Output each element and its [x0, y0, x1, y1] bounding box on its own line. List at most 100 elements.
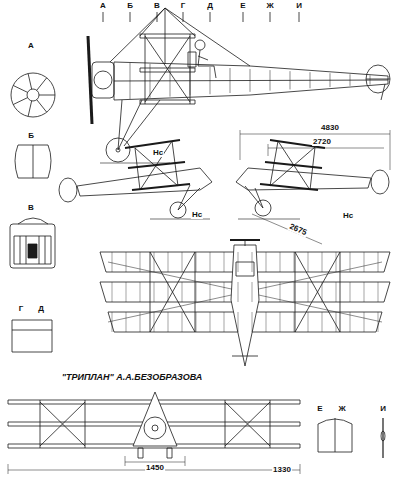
part-label: 2675 [287, 222, 308, 237]
part-label: А [27, 42, 35, 50]
drawing-stroke [252, 282, 253, 302]
drawing-stroke [238, 219, 300, 220]
part-label: Б [27, 132, 35, 140]
side-view [88, 8, 390, 163]
drawing-stroke [390, 130, 391, 170]
drawing-stroke [133, 392, 177, 446]
drawing-stroke [225, 400, 226, 448]
drawing-stroke [45, 236, 46, 264]
drawing-stroke [266, 312, 267, 332]
drawing-stroke [364, 312, 365, 332]
part-label: Г [18, 305, 25, 313]
drawing-stroke [196, 252, 197, 272]
drawing-stroke [106, 138, 130, 162]
drawing-stroke [270, 12, 271, 22]
drawing-stroke [40, 402, 85, 446]
drawing-stroke [252, 312, 253, 332]
drawing-stroke [140, 8, 165, 36]
drawing-stroke [85, 400, 86, 448]
drawing-stroke [190, 66, 191, 95]
part-label: Г [180, 2, 187, 10]
drawing-stroke [255, 188, 263, 208]
part-label: В [153, 2, 161, 10]
drawing-stroke [185, 456, 186, 466]
drawing-stroke [140, 312, 141, 332]
drawing-stroke [116, 148, 120, 152]
drawing-stroke [370, 75, 371, 84]
drawing-stroke [40, 400, 41, 448]
drawing-stroke [250, 69, 251, 92]
drawing-stroke [12, 320, 52, 352]
drawing-stroke [294, 282, 295, 302]
drawing-stroke [168, 312, 169, 332]
drawing-stroke [382, 418, 383, 458]
drawing-stroke [198, 50, 216, 78]
drawing-stroke [150, 252, 151, 332]
drawing-stroke [126, 312, 127, 332]
drawing-stroke [140, 141, 172, 190]
drawing-stroke [245, 186, 263, 208]
drawing-stroke [195, 252, 196, 332]
drawing-stroke [210, 312, 211, 332]
drawing-stroke [252, 252, 253, 272]
drawing-stroke [138, 448, 143, 458]
drawing-stroke [33, 145, 34, 178]
drawing-stroke [378, 252, 379, 272]
drawing-stroke [210, 12, 211, 22]
drawing-stroke [59, 178, 77, 202]
drawing-stroke [10, 224, 55, 268]
drawing-stroke [152, 425, 158, 431]
drawing-stroke [266, 252, 267, 272]
drawing-stroke [154, 282, 155, 302]
drawing-stroke [340, 252, 341, 332]
drawing-stroke [140, 282, 141, 302]
drawing-stroke [378, 282, 379, 302]
drawing-stroke [112, 282, 113, 302]
repeat-strokes [13, 63, 378, 332]
drawing-stroke [28, 101, 32, 117]
drawing-stroke [322, 312, 323, 332]
drawing-stroke [26, 236, 27, 264]
drawing-stroke [294, 252, 295, 272]
drawing-stroke [168, 252, 169, 272]
drawing-stroke [13, 98, 27, 105]
drawing-stroke [13, 85, 27, 92]
drawing-stroke [12, 330, 52, 331]
drawing-stroke [114, 62, 388, 100]
drawing-stroke [126, 282, 127, 302]
drawing-stroke [210, 282, 211, 302]
drawing-stroke [308, 282, 309, 302]
strut-sections [318, 418, 385, 458]
drawing-stroke [140, 34, 195, 38]
part-label: Нс [152, 149, 164, 157]
section-ticks [103, 12, 299, 22]
drawing-stroke [290, 71, 291, 89]
part-label: И [379, 405, 387, 413]
drawing-stroke [336, 312, 337, 332]
drawing-stroke [190, 34, 191, 104]
drawing-stroke [28, 74, 32, 90]
drawing-stroke [37, 100, 47, 113]
drawing-stroke [39, 236, 40, 264]
drawing-stroke [28, 244, 37, 258]
part-label: 2720 [312, 138, 332, 146]
drawing-stroke [378, 312, 379, 332]
drawing-stroke [266, 282, 267, 302]
drawing-stroke [196, 282, 197, 302]
drawing-stroke [270, 70, 271, 91]
drawing-stroke [39, 95, 55, 96]
plan-view [100, 240, 390, 366]
drawing-stroke [336, 252, 337, 272]
drawing-stroke [27, 89, 39, 101]
drawing-stroke [225, 402, 270, 446]
drawing-stroke [232, 356, 258, 357]
drawing-stroke [195, 40, 205, 50]
drawing-stroke [144, 417, 166, 439]
drawing-stroke [270, 400, 271, 448]
drawing-stroke [172, 141, 178, 186]
drawing-stroke [140, 100, 195, 104]
drawing-stroke [88, 36, 92, 124]
drawing-stroke [110, 8, 165, 62]
drawing-stroke [225, 402, 270, 446]
drawing-stroke [92, 62, 114, 98]
